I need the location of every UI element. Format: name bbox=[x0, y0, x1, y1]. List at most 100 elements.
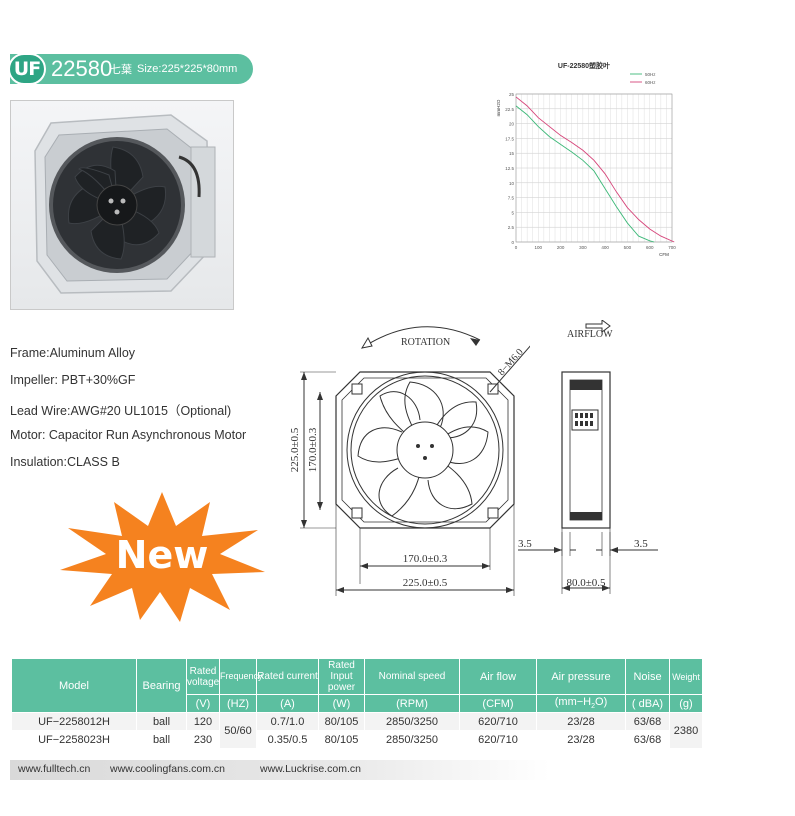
y-tick-label: 5 bbox=[511, 210, 514, 215]
starburst-icon: New bbox=[60, 492, 265, 622]
x-tick-label: 200 bbox=[557, 245, 565, 250]
th-airflow: Air flow bbox=[459, 658, 537, 695]
y-axis-label: mmH2O bbox=[496, 99, 501, 116]
table-row: UF−2258023H ball 230 0.35/0.5 80/105 285… bbox=[11, 730, 703, 749]
th-power: Rated Input power bbox=[318, 658, 365, 695]
dim-inner-width: 170.0±0.3 bbox=[403, 553, 448, 565]
th-weight: Weight bbox=[669, 658, 703, 695]
unit-weight: (g) bbox=[669, 694, 703, 713]
x-tick-label: 500 bbox=[624, 245, 632, 250]
dim-left-offset: 3.5 bbox=[518, 538, 532, 550]
cell-noise: 63/68 bbox=[625, 730, 670, 749]
cell-airflow: 620/710 bbox=[459, 730, 537, 749]
y-tick-label: 20 bbox=[509, 122, 515, 127]
airflow-label: AIRFLOW bbox=[567, 329, 613, 340]
x-tick-label: 300 bbox=[579, 245, 587, 250]
new-badge: New bbox=[60, 492, 265, 622]
spec-lead-wire: Lead Wire:AWG#20 UL1015（Optional) bbox=[10, 404, 232, 418]
model-code: 22580 bbox=[51, 56, 113, 81]
dim-inner-height: 170.0±0.3 bbox=[307, 427, 319, 472]
cell-current: 0.35/0.5 bbox=[256, 730, 319, 749]
unit-pressure: (mm−H2O) bbox=[536, 694, 626, 713]
spec-motor: Motor: Capacitor Run Asynchronous Motor bbox=[10, 428, 247, 442]
legend-label: 60Hz bbox=[645, 80, 656, 85]
cell-bearing: ball bbox=[136, 730, 187, 749]
unit-frequency: (HZ) bbox=[219, 694, 257, 713]
product-photo bbox=[10, 100, 234, 310]
cell-bearing: ball bbox=[136, 712, 187, 731]
dim-outer-height: 225.0±0.5 bbox=[289, 427, 301, 472]
front-view-drawing: ROTATION 8−M6.0 225.0±0.5 170.0±0.3 17 bbox=[289, 326, 530, 596]
footer-link-coolingfans[interactable]: www.coolingfans.com.cn bbox=[110, 763, 225, 775]
y-tick-label: 12.5 bbox=[505, 166, 514, 171]
th-speed: Nominal speed bbox=[364, 658, 460, 695]
spec-frame: Frame:Aluminum Alloy bbox=[10, 346, 136, 360]
cell-speed: 2850/3250 bbox=[364, 712, 460, 731]
y-tick-label: 25 bbox=[509, 92, 515, 97]
cell-model: UF−2258023H bbox=[11, 730, 137, 749]
spec-impeller: Impeller: PBT+30%GF bbox=[10, 373, 136, 387]
size-label: Size:225*225*80mm bbox=[137, 63, 238, 75]
unit-current: (A) bbox=[256, 694, 319, 713]
cell-power: 80/105 bbox=[318, 730, 365, 749]
dim-depth: 80.0±0.5 bbox=[566, 577, 606, 589]
x-tick-label: 0 bbox=[515, 245, 518, 250]
cell-voltage: 230 bbox=[186, 730, 220, 749]
th-frequency: Frequency bbox=[219, 658, 263, 695]
footer-bar: www.fulltech.cn www.coolingfans.com.cn w… bbox=[10, 760, 550, 780]
chart-title: UF-22580塑胶叶 bbox=[558, 61, 610, 70]
dim-outer-width: 225.0±0.5 bbox=[403, 577, 448, 589]
cell-weight: 2380 bbox=[669, 712, 703, 749]
brand-logo: UF bbox=[8, 53, 46, 85]
cell-pressure: 23/28 bbox=[536, 712, 626, 731]
cell-model: UF−2258012H bbox=[11, 712, 137, 731]
plot-frame bbox=[515, 93, 673, 243]
cell-noise: 63/68 bbox=[625, 712, 670, 731]
cell-pressure: 23/28 bbox=[536, 730, 626, 749]
th-noise: Noise bbox=[625, 658, 670, 695]
fan-photo-illustration bbox=[34, 114, 216, 294]
x-tick-label: 700 bbox=[668, 245, 676, 250]
y-tick-label: 22.5 bbox=[505, 107, 514, 112]
x-axis-label: CFM bbox=[659, 252, 669, 257]
footer-link-fulltech[interactable]: www.fulltech.cn bbox=[18, 763, 91, 775]
cell-airflow: 620/710 bbox=[459, 712, 537, 731]
y-tick-label: 15 bbox=[509, 151, 515, 156]
series-line-50Hz bbox=[515, 105, 655, 243]
side-view-drawing: AIRFLOW 3.5 3.5 80.0±0.5 bbox=[518, 320, 658, 594]
x-tick-label: 100 bbox=[535, 245, 543, 250]
x-tick-label: 400 bbox=[601, 245, 609, 250]
performance-chart-svg: UF-22580塑胶叶2522.52017.51512.5107.552.500… bbox=[496, 61, 676, 257]
cell-voltage: 120 bbox=[186, 712, 220, 731]
th-bearing: Bearing bbox=[136, 658, 187, 713]
y-tick-label: 10 bbox=[509, 181, 515, 186]
unit-noise: ( dBA) bbox=[625, 694, 670, 713]
cell-power: 80/105 bbox=[318, 712, 365, 731]
th-current: Rated current bbox=[256, 658, 319, 695]
spec-insulation: Insulation:CLASS B bbox=[10, 455, 120, 469]
cell-frequency: 50/60 bbox=[219, 712, 257, 749]
y-tick-label: 7.5 bbox=[508, 196, 515, 201]
unit-power: (W) bbox=[318, 694, 365, 713]
new-badge-text: New bbox=[116, 533, 209, 577]
cell-speed: 2850/3250 bbox=[364, 730, 460, 749]
model-blade-count: 七葉 bbox=[110, 64, 132, 76]
table-row: UF−2258012H ball 120 50/60 0.7/1.0 80/10… bbox=[11, 712, 703, 749]
spec-table: Model Bearing Rated voltage Frequency Ra… bbox=[11, 658, 703, 749]
unit-voltage: (V) bbox=[186, 694, 220, 713]
legend-label: 50Hz bbox=[645, 72, 656, 77]
footer-link-luckrise[interactable]: www.Luckrise.com.cn bbox=[260, 763, 361, 775]
cell-current: 0.7/1.0 bbox=[256, 712, 319, 731]
unit-airflow: (CFM) bbox=[459, 694, 537, 713]
unit-speed: (RPM) bbox=[364, 694, 460, 713]
header-banner bbox=[10, 54, 253, 84]
rotation-label: ROTATION bbox=[401, 337, 450, 348]
y-tick-label: 2.5 bbox=[508, 225, 515, 230]
y-tick-label: 17.5 bbox=[505, 136, 514, 141]
x-tick-label: 600 bbox=[646, 245, 654, 250]
th-voltage: Rated voltage bbox=[186, 658, 220, 695]
th-model: Model bbox=[11, 658, 137, 713]
series-line-60Hz bbox=[515, 96, 675, 243]
dim-right-offset: 3.5 bbox=[634, 538, 648, 550]
